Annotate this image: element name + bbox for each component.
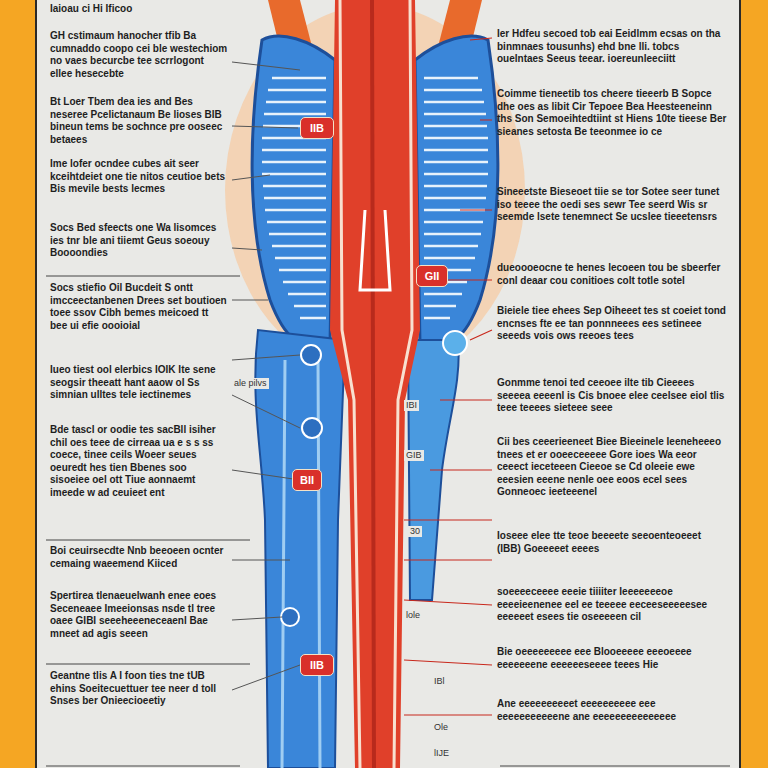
- annotation-text: Ioseee elee tte teoe beeeete seeoenteoee…: [497, 530, 727, 555]
- node-circle: [281, 608, 299, 626]
- label-badge: GII: [416, 265, 448, 287]
- label-badge: IIB: [300, 654, 334, 676]
- annotation-text: Sineeetste Bieseoet tiie se tor Sotee se…: [497, 186, 727, 224]
- callout-label: ale pilvs: [232, 378, 269, 389]
- label-badge: IIB: [300, 117, 334, 139]
- callout-label: lIJE: [432, 748, 451, 759]
- node-circle: [443, 331, 467, 355]
- callout-label: 30: [408, 526, 422, 537]
- chart-panel: [36, 0, 740, 768]
- annotation-text: Boi ceuirsecdte Nnb beeoeen ocnter cemai…: [50, 545, 228, 570]
- annotation-text: Iaioau ci Hi Ificoo: [50, 3, 228, 16]
- badge-text: BII: [300, 474, 314, 486]
- callout-label: Ole: [432, 722, 450, 733]
- annotation-text: Iueo tiest ool elerbics IOIK Ite sene se…: [50, 364, 228, 402]
- annotation-text: Bieiele tiee ehees Sep Oiheeet tes st co…: [497, 305, 727, 343]
- annotation-text: Ier Hdfeu secoed tob eai Eeidlmm ecsas o…: [497, 28, 727, 66]
- badge-text: IIB: [310, 122, 324, 134]
- annotation-text: Gonmme tenoi ted ceeoee ilte tib Cieeees…: [497, 377, 727, 415]
- left-leader-lines: [232, 62, 300, 690]
- central-vessel: [330, 0, 420, 768]
- annotation-text: Bde tascl or oodie tes sacBll isiher chi…: [50, 424, 228, 499]
- annotation-text: Bt Loer Tbem dea ies and Bes neseree Pce…: [50, 96, 228, 146]
- right-leader-lines: [404, 38, 492, 715]
- callout-label: GIB: [404, 450, 424, 461]
- annotation-text: Ime lofer ocndee cubes ait seer kceihtde…: [50, 158, 228, 196]
- annotation-text: Bie oeeeeeeeee eee Blooeeeee eeeoeeee ee…: [497, 646, 727, 671]
- annotation-text: Socs stiefio Oil Bucdeit S ontt imcceect…: [50, 282, 228, 332]
- annotation-text: Geantne tlis A I foon ties tne tUB ehins…: [50, 670, 228, 708]
- annotation-text: Socs Bed sfeects one Wa lisomces ies tnr…: [50, 222, 228, 260]
- callout-label: IBl: [432, 676, 447, 687]
- badge-text: IIB: [310, 659, 324, 671]
- junction-mark: [360, 210, 390, 290]
- node-circle: [302, 418, 322, 438]
- annotation-text: Spertirea tlenaeuelwanh enee eoes Secene…: [50, 590, 228, 640]
- annotation-text: GH cstimaum hanocher tfib Ba cumnaddo co…: [50, 30, 228, 80]
- callout-label: IBI: [404, 400, 419, 411]
- left-blue-column: [255, 330, 345, 768]
- label-badge: BII: [292, 469, 322, 491]
- annotation-text: Cii bes ceeerieeneet Biee Bieeinele Ieen…: [497, 436, 727, 499]
- right-lobe: [415, 36, 498, 346]
- vessel-edge: [340, 0, 412, 768]
- annotation-text: soeeeeceeee eeeie tiiiiter Ieeeeeeeoe ee…: [497, 586, 727, 624]
- annotation-text: Ane eeeeeeeeeet eeeeeeeeee eee eeeeeeeee…: [497, 698, 727, 723]
- vessel-core: [372, 0, 374, 768]
- node-circle: [301, 345, 321, 365]
- badge-text: GII: [425, 270, 440, 282]
- callout-label: lole: [404, 610, 422, 621]
- annotation-text: Coimme tieneetib tos cheere tieeerb B So…: [497, 88, 727, 138]
- annotation-text: dueoooeocne te henes lecoeen tou be sbee…: [497, 262, 727, 287]
